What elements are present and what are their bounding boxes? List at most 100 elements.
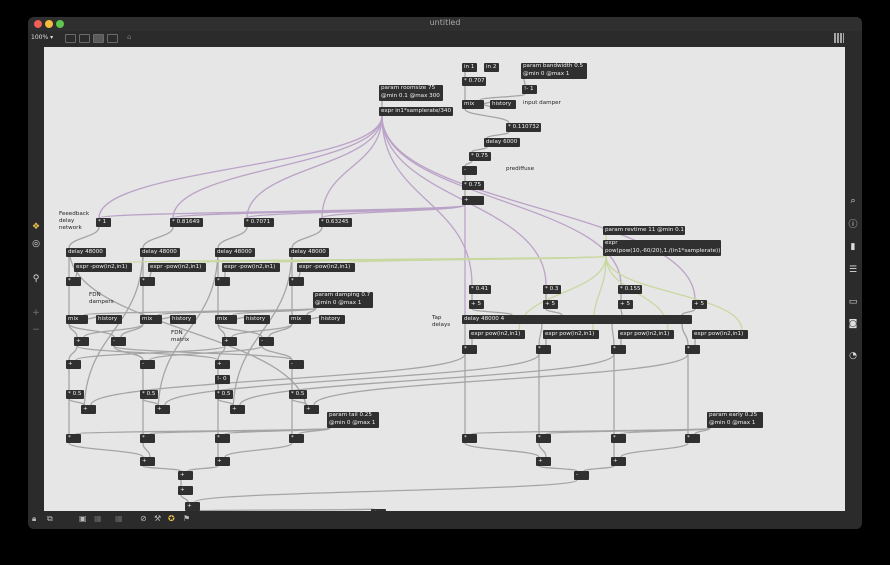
object-ts3[interactable]: * (611, 345, 626, 354)
object-s3[interactable]: * (215, 277, 230, 286)
object-in2[interactable]: in 2 (484, 63, 499, 72)
link-icon[interactable]: ⚲ (32, 274, 40, 284)
patch-cord-119[interactable] (246, 115, 383, 219)
object-q3[interactable]: + (215, 360, 230, 369)
patch-cord-22[interactable] (149, 271, 152, 278)
add-icon[interactable]: + (32, 308, 40, 318)
object-t155[interactable]: * 0.155 (618, 285, 642, 294)
presentation-icon[interactable] (65, 34, 76, 43)
object-mix3[interactable]: mix (215, 315, 237, 324)
object-h4[interactable]: * 0.5 (289, 390, 307, 399)
clock-icon[interactable]: ◔ (849, 351, 857, 361)
object-b1[interactable]: - (111, 337, 126, 346)
object-tail[interactable]: param tail 0.25@min 0 @max 1 (327, 412, 379, 428)
patch-cord-114[interactable] (164, 353, 540, 406)
patch-cord-102[interactable] (464, 442, 540, 458)
object-o3[interactable]: * (215, 434, 230, 443)
search-icon[interactable]: ⌕ (850, 196, 856, 206)
object-mix0[interactable]: mix (462, 100, 484, 109)
object-v1[interactable]: + (178, 471, 193, 480)
object-ex4[interactable]: expr -pow(in2,in1) (297, 263, 355, 272)
object-ex2[interactable]: expr -pow(in2,in1) (148, 263, 206, 272)
book-icon[interactable]: ▭ (848, 297, 858, 307)
object-dl2[interactable]: delay 48000 (140, 248, 180, 257)
object-u4[interactable]: + (611, 457, 626, 466)
patch-cord-9[interactable] (464, 160, 473, 167)
patch-cord-14[interactable] (142, 226, 174, 249)
object-c3[interactable]: * 0.7071 (244, 218, 274, 227)
patch-cord-16[interactable] (291, 226, 323, 249)
object-h3[interactable]: * 0.5 (215, 390, 233, 399)
patch-cord-111[interactable] (232, 247, 293, 415)
patch-cord-48[interactable] (261, 345, 293, 361)
patch-cord-51[interactable] (75, 345, 226, 361)
object-in1[interactable]: in 1 (462, 63, 477, 72)
object-hi2[interactable]: history (170, 315, 196, 324)
object-t3[interactable]: * 0.3 (543, 285, 561, 294)
patch-cord-118[interactable] (172, 115, 383, 219)
object-ts1[interactable]: * (462, 345, 477, 354)
lock-icon[interactable]: ⌂ (127, 33, 132, 41)
patch-cord-101[interactable] (471, 427, 711, 435)
wrench-icon[interactable]: ⚒ (154, 514, 162, 523)
patcher-canvas[interactable]: in 1 in 2 param bandwidth 0.5@min 0 @max 1… (44, 47, 845, 511)
object-c2[interactable]: * 0.81649 (170, 218, 203, 227)
patch-cord-108[interactable] (194, 479, 578, 503)
object-r1[interactable]: + (81, 405, 96, 414)
info-icon[interactable]: ⓘ (848, 220, 858, 230)
patch-cord-15[interactable] (217, 226, 248, 249)
patch-cord-83[interactable] (545, 308, 563, 316)
object-mix1[interactable]: mix (66, 315, 88, 324)
edit-icon[interactable]: ⧉ (47, 514, 53, 523)
object-dl3[interactable]: delay 48000 (215, 248, 255, 257)
no-entry-icon[interactable]: ⊘ (140, 514, 147, 523)
object-t41[interactable]: * 0.41 (469, 285, 491, 294)
object-minusA[interactable]: - (462, 166, 477, 175)
patch-cord-87[interactable] (538, 323, 543, 346)
grid-icon[interactable] (834, 33, 844, 43)
object-v2[interactable]: - (574, 471, 589, 480)
patch-cord-133[interactable] (346, 255, 607, 264)
object-r4[interactable]: + (304, 405, 319, 414)
object-r3[interactable]: + (230, 405, 245, 414)
patch-cord-71[interactable] (142, 442, 151, 458)
object-m110[interactable]: * 0.110732 (506, 123, 541, 132)
object-p5a[interactable]: + 5 (469, 300, 484, 309)
object-mix2[interactable]: mix (140, 315, 162, 324)
list-icon[interactable]: ☰ (848, 265, 858, 275)
inspector-icon[interactable]: ▮ (850, 242, 856, 252)
patch-cord-120[interactable] (321, 115, 383, 219)
object-ept2[interactable]: expr pow(in2,in1) (543, 330, 599, 339)
object-m75b[interactable]: * 0.75 (462, 181, 484, 190)
object-c4[interactable]: * 0.63245 (319, 218, 352, 227)
patch-cord-113[interactable] (90, 353, 466, 406)
object-exprroom[interactable]: expr in1*samplerate/340 (379, 107, 453, 116)
grid-icon[interactable]: ▦ (94, 514, 102, 523)
patch-cord-8[interactable] (471, 146, 488, 153)
patch-cord-6[interactable] (464, 108, 510, 124)
object-h2[interactable]: * 0.5 (140, 390, 158, 399)
object-u1[interactable]: + (140, 457, 155, 466)
object-dl1[interactable]: delay 48000 (66, 248, 106, 257)
object-ts2[interactable]: * (536, 345, 551, 354)
patch-cord-77[interactable] (180, 494, 189, 503)
object-m75a[interactable]: * 0.75 (469, 152, 491, 161)
zoom-menu[interactable]: 100% ▾ (31, 34, 54, 41)
object-bw[interactable]: param bandwidth 0.5@min 0 @max 1 (521, 63, 587, 79)
object-a1[interactable]: + (74, 337, 89, 346)
patch-cord-2[interactable] (523, 78, 526, 86)
remove-icon[interactable]: − (32, 325, 40, 335)
patch-cord-44[interactable] (268, 323, 293, 338)
object-o1[interactable]: * (66, 434, 81, 443)
object-q2[interactable]: - (140, 360, 155, 369)
grid-toggle-icon[interactable] (93, 34, 104, 43)
patch-cord-117[interactable] (98, 115, 383, 219)
object-revtime[interactable]: param revtime 11 @min 0.1 (603, 226, 685, 235)
comment-cm-prediff[interactable]: prediffuse (506, 166, 535, 172)
object-w3[interactable]: + (371, 509, 386, 511)
object-w2[interactable]: + (185, 502, 200, 511)
object-hi4[interactable]: history (319, 315, 345, 324)
object-s4[interactable]: * (289, 277, 304, 286)
